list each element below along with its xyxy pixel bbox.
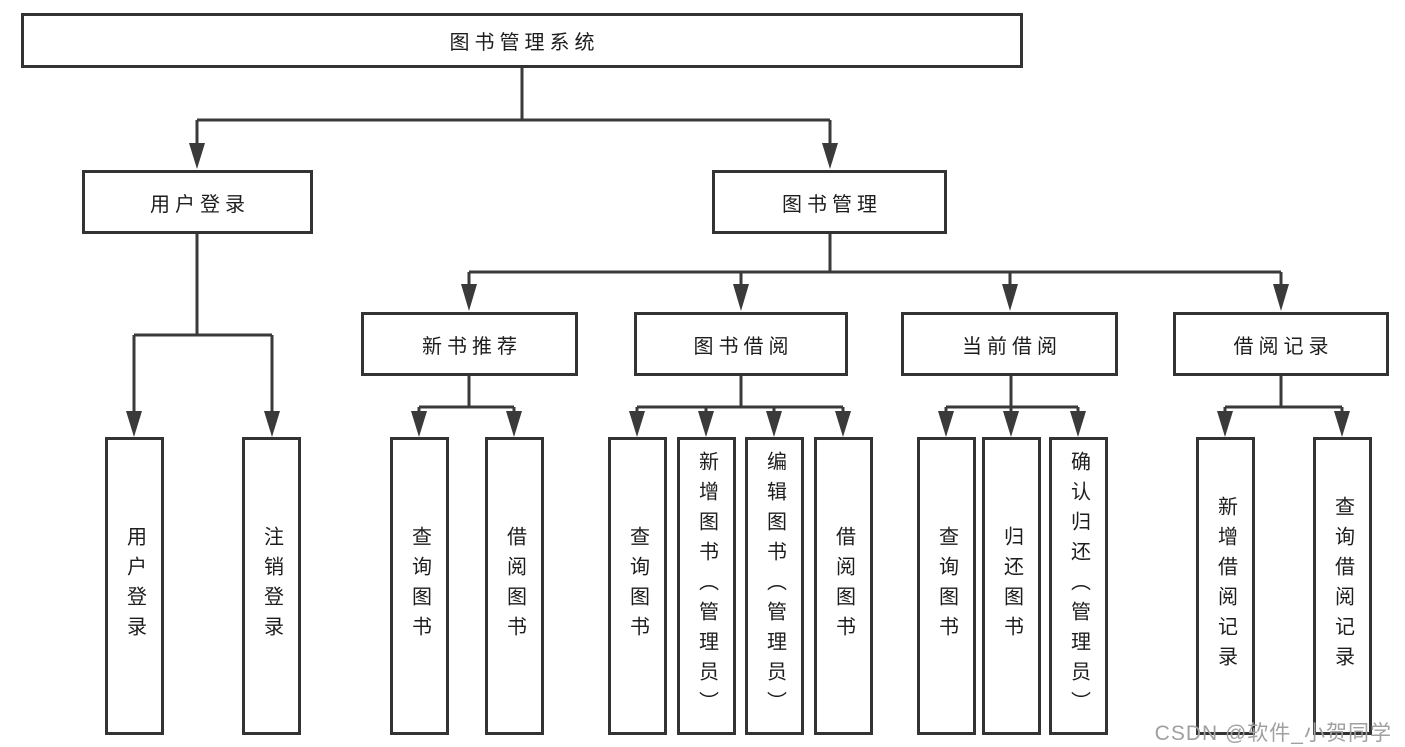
connector-book-management-to-level3 xyxy=(461,232,1289,311)
node-label: 当前借阅 xyxy=(962,335,1062,358)
watermark: CSDN @软件_小贺同学 xyxy=(1154,722,1392,745)
node-new-book-recommend: 新书推荐 xyxy=(361,312,578,376)
leaf-nb-borrow-books: 借阅图书 xyxy=(485,437,544,735)
node-label: 新书推荐 xyxy=(422,335,522,358)
connector-book-borrow-group xyxy=(629,374,851,437)
node-current-borrow: 当前借阅 xyxy=(901,312,1118,376)
arrow-down-icon xyxy=(264,411,280,437)
node-label: 图书借阅 xyxy=(693,335,794,358)
arrow-down-icon xyxy=(822,143,838,169)
arrow-down-icon xyxy=(835,411,851,437)
leaf-cb-confirm-return-admin: 确认归还（管理员） xyxy=(1049,437,1108,735)
leaf-label: 用户登录 xyxy=(123,526,146,646)
node-label: 用户登录 xyxy=(150,193,250,216)
leaf-label: 借阅图书 xyxy=(503,526,526,646)
leaf-br-query-record: 查询借阅记录 xyxy=(1313,437,1372,735)
arrow-down-icon xyxy=(126,411,142,437)
arrow-down-icon xyxy=(411,411,427,437)
leaf-label: 新增借阅记录 xyxy=(1214,496,1237,676)
arrow-down-icon xyxy=(1003,411,1019,437)
node-library-management-system: 图书管理系统 xyxy=(21,13,1023,68)
connector-borrow-record-group xyxy=(1217,374,1350,437)
node-book-management: 图书管理 xyxy=(712,170,947,234)
leaf-nb-query-books: 查询图书 xyxy=(390,437,449,735)
arrow-down-icon xyxy=(1002,284,1018,311)
leaf-label: 新增图书（管理员） xyxy=(695,451,718,721)
node-book-borrow: 图书借阅 xyxy=(634,312,848,376)
leaf-bb-add-books-admin: 新增图书（管理员） xyxy=(677,437,736,735)
arrow-down-icon xyxy=(1273,284,1289,311)
node-borrow-records: 借阅记录 xyxy=(1173,312,1389,376)
arrow-down-icon xyxy=(1070,411,1086,437)
leaf-logout: 注销登录 xyxy=(242,437,301,735)
arrow-down-icon xyxy=(189,143,205,169)
leaf-label: 查询借阅记录 xyxy=(1331,496,1354,676)
leaf-label: 编辑图书（管理员） xyxy=(763,451,786,721)
arrow-down-icon xyxy=(766,411,782,437)
arrow-down-icon xyxy=(1217,411,1233,437)
arrow-down-icon xyxy=(1334,411,1350,437)
connector-root-to-level2 xyxy=(189,66,838,169)
arrow-down-icon xyxy=(629,411,645,437)
leaf-bb-borrow-books: 借阅图书 xyxy=(814,437,873,735)
leaf-label: 查询图书 xyxy=(935,526,958,646)
leaf-label: 归还图书 xyxy=(1000,526,1023,646)
leaf-label: 查询图书 xyxy=(408,526,431,646)
node-user-login: 用户登录 xyxy=(82,170,313,234)
leaf-cb-return-books: 归还图书 xyxy=(982,437,1041,735)
leaf-label: 借阅图书 xyxy=(832,526,855,646)
node-label: 借阅记录 xyxy=(1233,335,1334,358)
leaf-label: 确认归还（管理员） xyxy=(1067,451,1090,721)
leaf-label: 查询图书 xyxy=(626,526,649,646)
leaf-label: 注销登录 xyxy=(260,526,283,646)
node-label: 图书管理系统 xyxy=(449,32,600,54)
arrow-down-icon xyxy=(938,411,954,437)
leaf-br-add-record: 新增借阅记录 xyxy=(1196,437,1255,735)
arrow-down-icon xyxy=(698,411,714,437)
leaf-user-login: 用户登录 xyxy=(105,437,164,735)
leaf-cb-query-books: 查询图书 xyxy=(917,437,976,735)
arrow-down-icon xyxy=(461,284,477,311)
arrow-down-icon xyxy=(733,284,749,311)
leaf-bb-query-books: 查询图书 xyxy=(608,437,667,735)
connector-user-login-group xyxy=(126,232,280,437)
connector-current-borrow-group xyxy=(938,374,1086,437)
node-label: 图书管理 xyxy=(782,193,882,216)
connector-new-book-group xyxy=(411,374,522,437)
leaf-bb-edit-books-admin: 编辑图书（管理员） xyxy=(745,437,804,735)
arrow-down-icon xyxy=(506,411,522,437)
